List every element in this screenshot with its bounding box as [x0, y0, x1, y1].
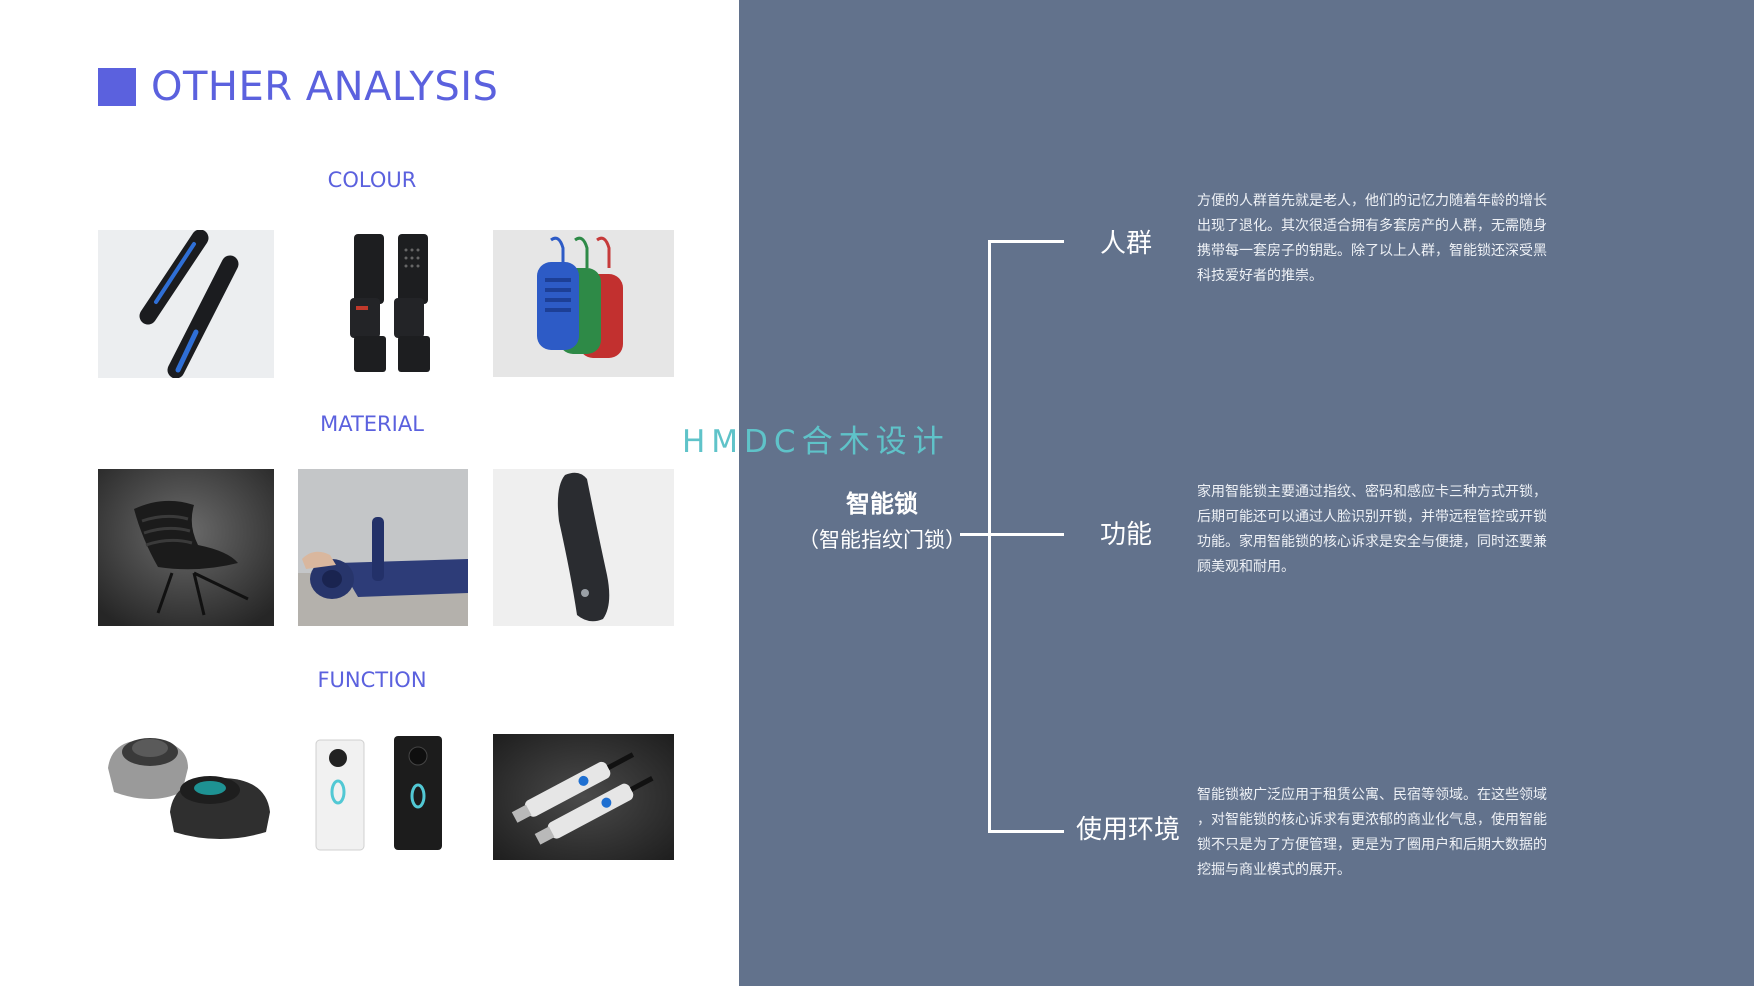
desc-line: 科技爱好者的推崇。 [1197, 268, 1323, 284]
colour-door-locks-image [298, 230, 468, 378]
desc-line: 锁不只是为了方便管理，更是为了圈用户和后期大数据的 [1197, 837, 1547, 853]
desc-line: 智能锁被广泛应用于租赁公寓、民宿等领域。在这些领域 [1197, 787, 1547, 803]
material-yoga-mat-image [298, 469, 468, 626]
desc-line: 挖掘与商业模式的展开。 [1197, 862, 1351, 878]
desc-line: 后期可能还可以通过人脸识别开锁，并带远程管控或开锁 [1197, 509, 1547, 525]
bracket-vertical-line [988, 240, 991, 832]
section-label-function: FUNCTION [317, 668, 427, 692]
branch-connector-2 [990, 533, 1064, 536]
section-label-material: MATERIAL [320, 412, 424, 436]
function-speakers-image [98, 722, 274, 854]
desc-line: 方便的人群首先就是老人，他们的记忆力随着年龄的增长 [1197, 193, 1547, 209]
branch-label-function: 功能 [1100, 520, 1153, 550]
branch-desc-environment: 智能锁被广泛应用于租赁公寓、民宿等领域。在这些领域 ，对智能锁的核心诉求有更浓郁… [1197, 783, 1581, 883]
desc-line: 家用智能锁主要通过指纹、密码和感应卡三种方式开锁， [1197, 484, 1547, 500]
right-panel [739, 0, 1754, 986]
branch-desc-function: 家用智能锁主要通过指纹、密码和感应卡三种方式开锁， 后期可能还可以通过人脸识别开… [1197, 480, 1581, 580]
material-lock-handle-image [493, 469, 674, 626]
center-connector [960, 533, 990, 536]
branch-label-environment: 使用环境 [1076, 815, 1181, 845]
desc-line: ，对智能锁的核心诉求有更浓郁的商业化气息，使用智能 [1197, 812, 1547, 828]
desc-line: 出现了退化。其次很适合拥有多套房产的人群，无需随身 [1197, 218, 1547, 234]
page-title: OTHER ANALYSIS [151, 64, 499, 110]
function-usb-keys-image [493, 734, 674, 860]
branch-connector-3 [988, 830, 1064, 833]
desc-line: 顾美观和耐用。 [1197, 559, 1295, 575]
branch-connector-1 [988, 240, 1064, 243]
center-node-title: 智能锁 [846, 490, 918, 518]
center-node-subtitle: （智能指纹门锁） [798, 528, 966, 552]
desc-line: 功能。家用智能锁的核心诉求是安全与便捷，同时还要兼 [1197, 534, 1547, 550]
title-accent-square [98, 68, 136, 106]
material-chair-image [98, 469, 274, 626]
colour-pens-image [98, 230, 274, 378]
branch-label-crowd: 人群 [1100, 229, 1153, 259]
watermark-text: HMDC合木设计 [682, 424, 950, 460]
colour-key-cases-image [493, 230, 674, 377]
function-doorbells-image [298, 732, 468, 854]
branch-desc-crowd: 方便的人群首先就是老人，他们的记忆力随着年龄的增长 出现了退化。其次很适合拥有多… [1197, 189, 1581, 289]
section-label-colour: COLOUR [327, 168, 417, 192]
desc-line: 携带每一套房子的钥匙。除了以上人群，智能锁还深受黑 [1197, 243, 1547, 259]
